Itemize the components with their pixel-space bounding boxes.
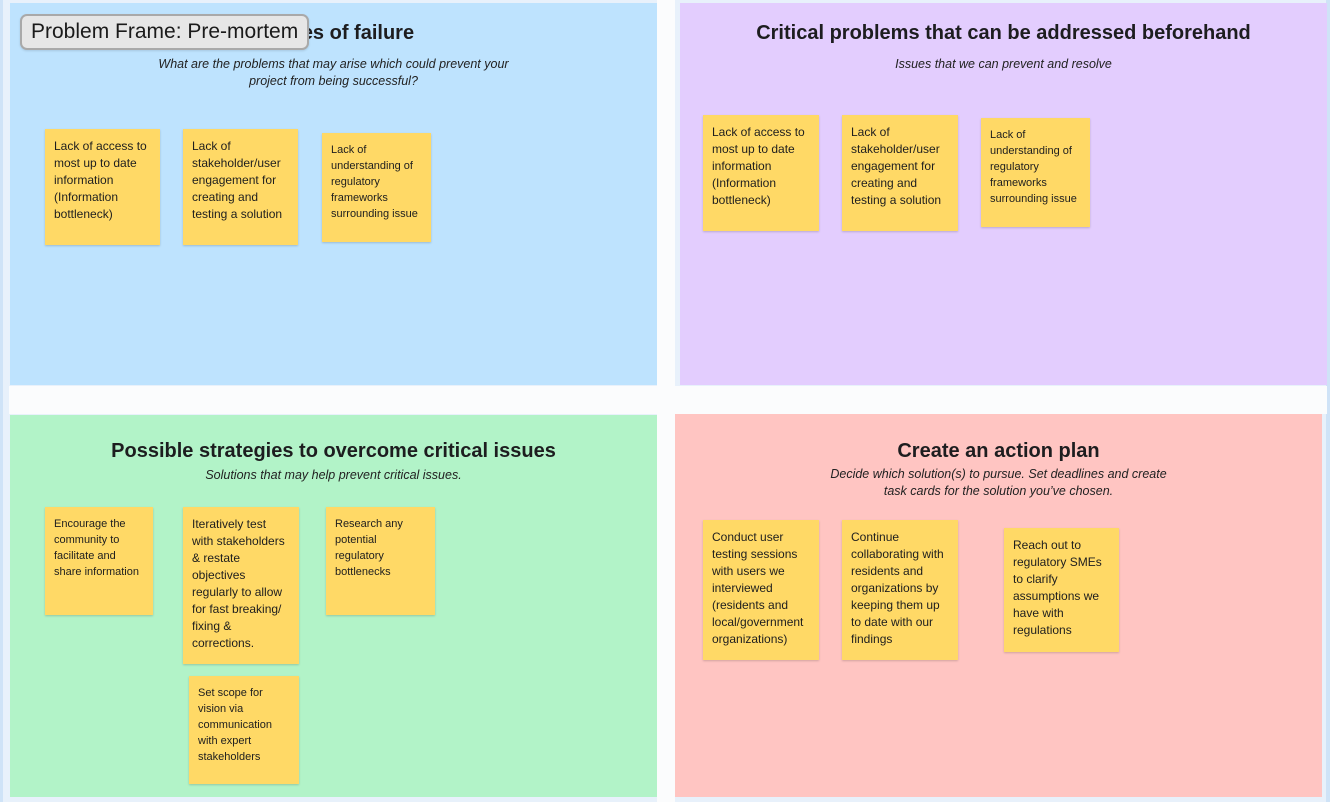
sticky-note[interactable]: Reach out to regulatory SMEs to clarify … — [1004, 528, 1119, 652]
sticky-note[interactable]: Lack of stakeholder/user engagement for … — [842, 115, 958, 231]
quadrant-subtitle: What are the problems that may arise whi… — [158, 57, 509, 88]
sticky-note[interactable]: Research any potential regulatory bottle… — [326, 507, 435, 615]
sticky-note[interactable]: Continue collaborating with residents an… — [842, 520, 958, 660]
quadrant-title: Possible strategies to overcome critical… — [111, 440, 556, 462]
sticky-note[interactable]: Encourage the community to facilitate an… — [45, 507, 153, 615]
sticky-note[interactable]: Lack of understanding of regulatory fram… — [322, 133, 431, 242]
sticky-note[interactable]: Lack of access to most up to date inform… — [703, 115, 819, 231]
quadrant-action-plan[interactable]: Create an action plan Decide which solut… — [675, 414, 1322, 797]
sticky-note[interactable]: Conduct user testing sessions with users… — [703, 520, 819, 660]
quadrant-subtitle: Decide which solution(s) to pursue. Set … — [830, 467, 1167, 498]
sticky-note[interactable]: Set scope for vision via communication w… — [189, 676, 299, 784]
quadrant-title: Critical problems that can be addressed … — [756, 22, 1251, 44]
quadrant-gutter-vertical — [657, 0, 675, 802]
quadrant-possible-strategies[interactable]: Possible strategies to overcome critical… — [10, 415, 657, 797]
sticky-note[interactable]: Lack of understanding of regulatory fram… — [981, 118, 1090, 227]
quadrant-title: Create an action plan — [897, 440, 1100, 462]
frame-label[interactable]: Problem Frame: Pre-mortem — [20, 14, 310, 50]
quadrant-subtitle: Solutions that may help prevent critical… — [205, 468, 462, 482]
quadrant-causes-of-failure[interactable]: Causes of failure What are the problems … — [10, 3, 657, 385]
sticky-note[interactable]: Lack of stakeholder/user engagement for … — [183, 129, 298, 245]
sticky-note[interactable]: Lack of access to most up to date inform… — [45, 129, 160, 245]
sticky-note[interactable]: Iteratively test with stakeholders & res… — [183, 507, 299, 664]
quadrant-critical-problems[interactable]: Critical problems that can be addressed … — [680, 3, 1327, 385]
quadrant-subtitle: Issues that we can prevent and resolve — [895, 57, 1112, 71]
